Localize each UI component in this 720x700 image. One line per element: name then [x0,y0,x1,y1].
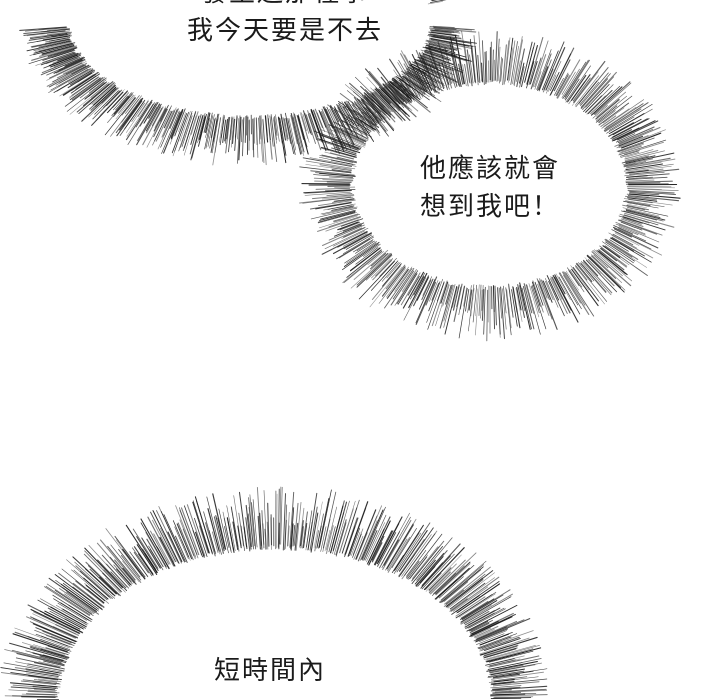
thought-bubble-3-outline [0,486,548,700]
bubble-2-line-2: 想到我吧！ [419,192,560,222]
bubble-1-line-1: 發生過那種事 [170,0,400,12]
bubble-3-line-1: 短時間內 [213,656,326,686]
bubble-2-line-1: 他應該就會 [419,154,560,184]
thought-bubble-2-text: 他應該就會 想到我吧！ [400,150,580,226]
thought-bubble-3-text: 短時間內 [195,652,345,690]
thought-bubble-2-outline [299,30,681,342]
thought-bubble-1-text: 發生過那種事 我今天要是不去 [170,0,400,50]
bubble-1-line-2: 我今天要是不去 [186,16,383,46]
